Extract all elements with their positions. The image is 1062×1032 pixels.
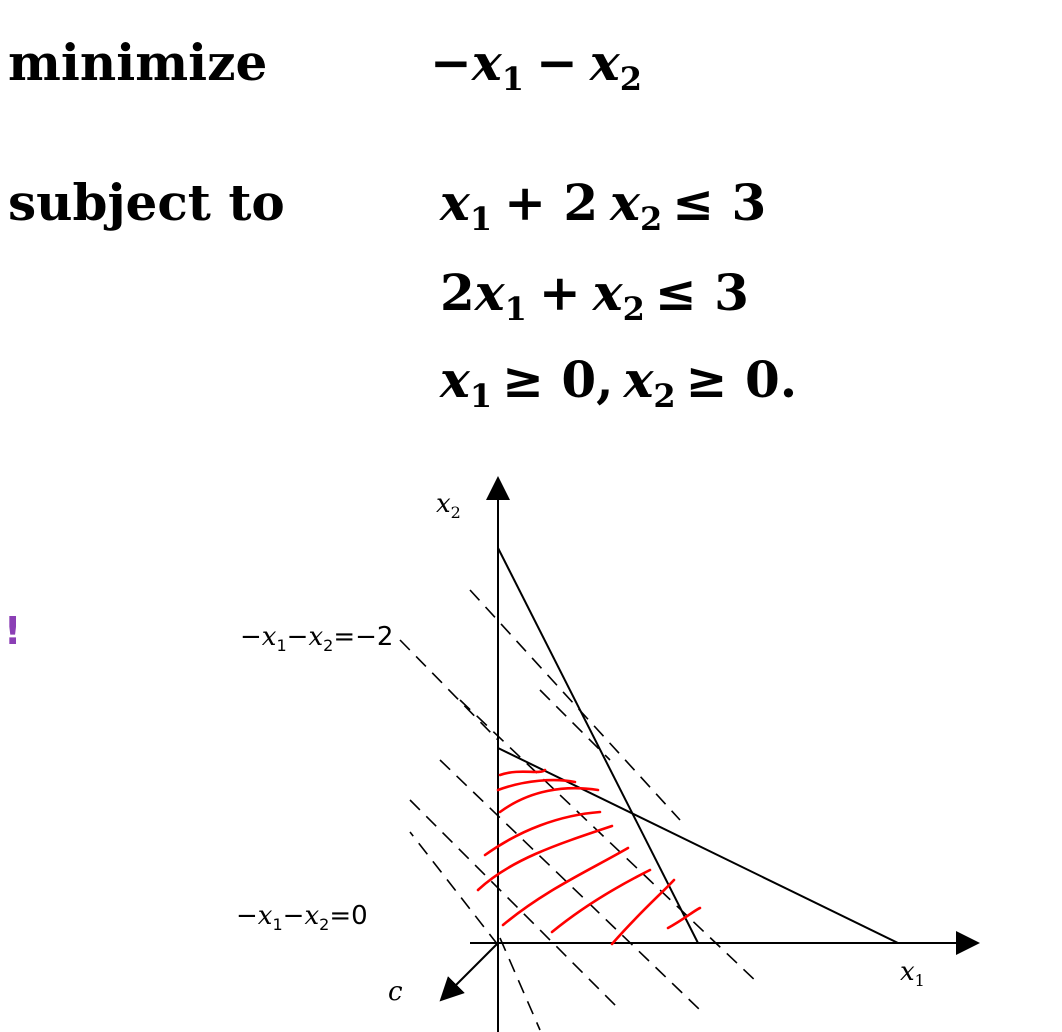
objective-expression: −x1−x2 xyxy=(430,33,642,98)
level-lines xyxy=(399,589,761,1031)
x2-axis-label: x2 xyxy=(436,489,461,522)
x1-axis-label: x1 xyxy=(900,957,925,990)
constraint-3: x1≥ 0,x2≥ 0. xyxy=(440,350,798,415)
constraints-keyword: subject to xyxy=(8,173,285,232)
side-mark: ! xyxy=(4,609,22,653)
direction-arrow xyxy=(439,942,499,1002)
constraint-2: 2x1+x2≤ 3 xyxy=(440,263,749,328)
objective-keyword: minimize xyxy=(8,33,268,92)
level-line-label-bottom: −x1−x2=0 xyxy=(236,901,368,934)
direction-label: c xyxy=(388,977,403,1007)
feasible-region-hatching xyxy=(476,768,702,946)
constraint-line-2x1-plus-x2 xyxy=(497,547,699,944)
level-line-label-top: −x1−x2=−2 xyxy=(240,622,393,655)
